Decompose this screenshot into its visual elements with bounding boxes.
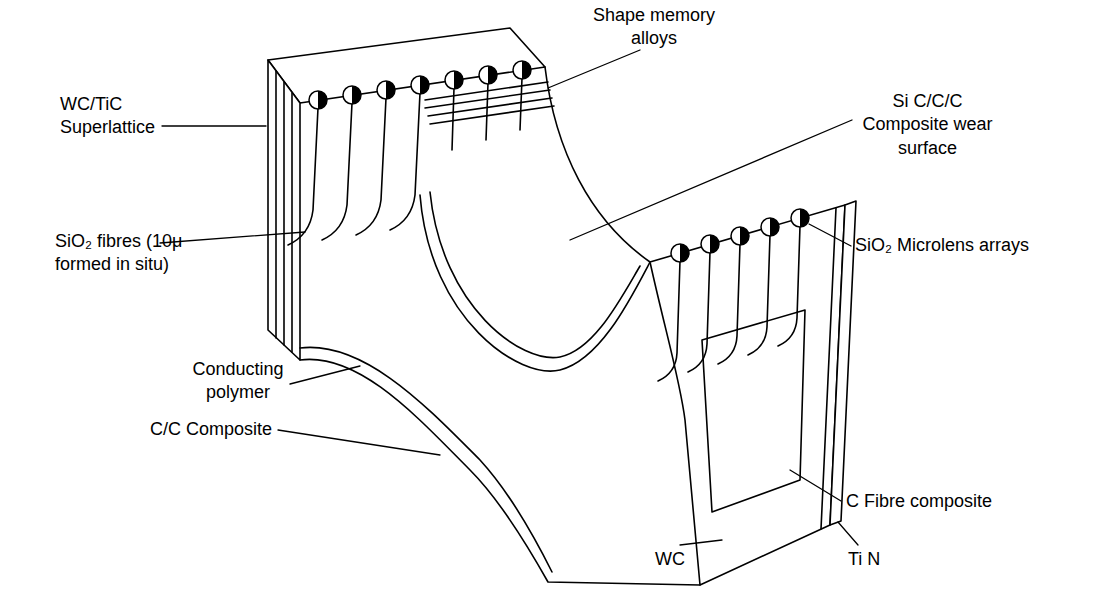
callout-label: C Fibre composite	[846, 490, 992, 513]
leader-line	[570, 120, 852, 240]
leader-line	[290, 366, 360, 384]
fibre	[658, 261, 680, 381]
microlens	[671, 244, 689, 262]
wear-surface-edge	[420, 195, 650, 371]
fibre	[718, 244, 740, 364]
tin-layer	[821, 208, 836, 529]
leader-line	[809, 224, 851, 246]
callout-label: WC/TiC Superlattice	[60, 93, 170, 140]
callout-label: SiO₂ fibres (10μ formed in situ)	[55, 230, 225, 277]
leader-line	[838, 522, 858, 545]
microlens-array	[671, 209, 809, 262]
superlattice-layer	[291, 93, 293, 352]
leader-line	[790, 470, 841, 501]
leader-line	[548, 50, 640, 88]
fibre	[520, 78, 522, 130]
right-block-face	[650, 205, 845, 585]
microlens	[479, 66, 497, 84]
fibre	[288, 108, 318, 245]
leader-line	[162, 125, 266, 126]
fibre	[322, 103, 352, 240]
fibre-group	[658, 226, 800, 381]
microlens	[731, 227, 749, 245]
microlens	[445, 71, 463, 89]
left-block-top	[268, 28, 545, 103]
fibre	[356, 98, 386, 235]
fibre	[486, 83, 488, 140]
superlattice-layer	[283, 82, 285, 345]
microlens	[761, 218, 779, 236]
fibre-group	[288, 78, 522, 245]
callout-label: SiO₂ Microlens arrays	[855, 234, 1029, 257]
fibre	[390, 93, 420, 230]
shape-memory-wire	[425, 82, 548, 100]
shape-memory-wire	[428, 98, 552, 116]
callout-label: WC	[655, 548, 685, 571]
fibre	[688, 252, 710, 372]
leader-lines	[160, 50, 858, 545]
microlens	[343, 86, 361, 104]
underside-edge	[300, 359, 700, 585]
leader-line	[278, 430, 440, 455]
callout-label: Si C/C/C Composite wear surface	[855, 90, 1000, 160]
conducting-polymer-layer	[300, 347, 552, 572]
callout-label: Conducting polymer	[186, 358, 290, 405]
microlens	[701, 235, 719, 253]
c-fibre-region	[702, 310, 805, 512]
microlens	[513, 61, 531, 79]
shape-memory-wire	[430, 106, 554, 124]
channel-back-edge	[545, 67, 650, 262]
superlattice-layer	[275, 71, 277, 338]
fibre	[748, 235, 770, 355]
microlens-array	[309, 61, 531, 109]
microlens	[309, 91, 327, 109]
leader-line	[680, 540, 722, 545]
fibre	[778, 226, 800, 346]
wear-surface-layer	[430, 192, 640, 358]
callout-label: Shape memory alloys	[588, 4, 720, 51]
superlattice-face	[268, 60, 300, 360]
callout-label: Ti N	[848, 548, 880, 571]
microlens	[411, 76, 429, 94]
microlens	[791, 209, 809, 227]
microlens	[377, 81, 395, 99]
fibre	[452, 88, 454, 150]
callout-label: C/C Composite	[150, 418, 272, 441]
